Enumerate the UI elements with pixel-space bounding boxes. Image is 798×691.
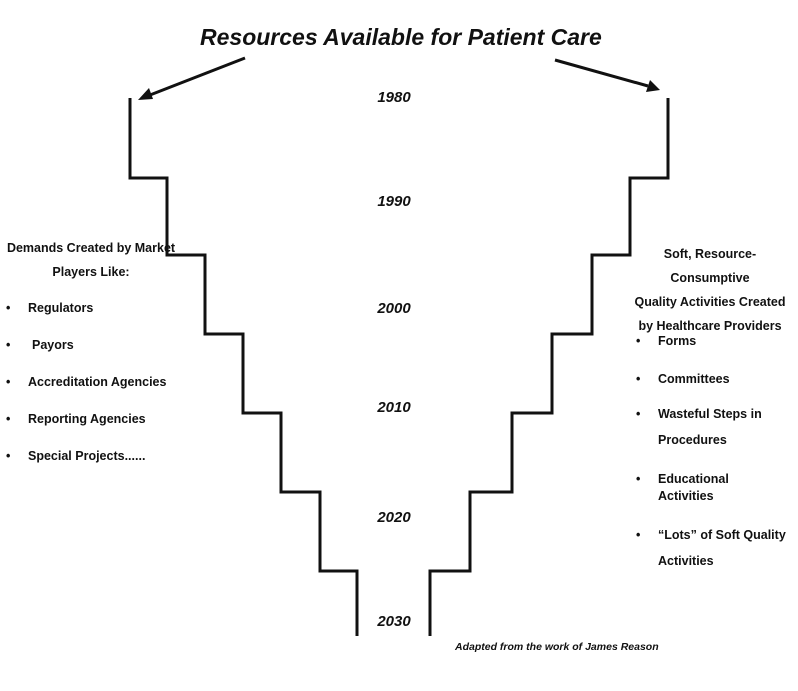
list-item-line: “Lots” of Soft Quality [658,528,786,542]
list-item: Educational Activities [636,471,786,505]
list-item-line: Educational Activities [658,472,729,503]
year-label-2030: 2030 [377,613,411,630]
right-staircase [428,98,670,636]
left-panel-heading: Demands Created by Market Players Like: [6,236,176,284]
list-item: Reporting Agencies [6,411,196,428]
attribution-credit: Adapted from the work of James Reason [455,641,659,653]
list-item-line: Activities [658,554,714,568]
left-arrow [138,56,246,100]
list-item: Wasteful Steps in Procedures [636,401,786,453]
year-label-2020: 2020 [377,509,411,526]
list-item: Forms [636,333,786,350]
year-label-2010: 2010 [377,399,411,416]
list-item-line: Procedures [658,433,727,447]
right-heading-line: Soft, Resource-Consumptive [663,247,757,285]
left-heading-line: Demands Created by Market [6,241,176,255]
right-bullet-list: Forms Committees Wasteful Steps in Proce… [636,333,786,574]
list-item: Accreditation Agencies [6,374,196,391]
left-staircase [128,98,359,636]
list-item: Committees [636,371,786,388]
year-label-1980: 1980 [377,89,411,106]
right-heading-line: Quality Activities Created [634,295,786,309]
right-panel-heading: Soft, Resource-Consumptive Quality Activ… [630,242,790,338]
list-item-line: Forms [658,334,697,348]
left-bullet-list: Regulators Payors Accreditation Agencies… [6,300,196,485]
year-label-1990: 1990 [377,193,411,210]
list-item: Payors [6,337,196,354]
diagram-title: Resources Available for Patient Care [200,24,602,50]
list-item-line: Committees [658,372,730,386]
right-heading-line: by Healthcare Providers [638,319,782,333]
list-item: “Lots” of Soft Quality Activities [636,522,786,574]
list-item: Special Projects...... [6,448,196,465]
year-label-2000: 2000 [377,300,411,317]
right-arrow [554,58,660,92]
list-item-line: Wasteful Steps in [658,407,762,421]
left-heading-line: Players Like: [52,265,130,279]
list-item: Regulators [6,300,196,317]
